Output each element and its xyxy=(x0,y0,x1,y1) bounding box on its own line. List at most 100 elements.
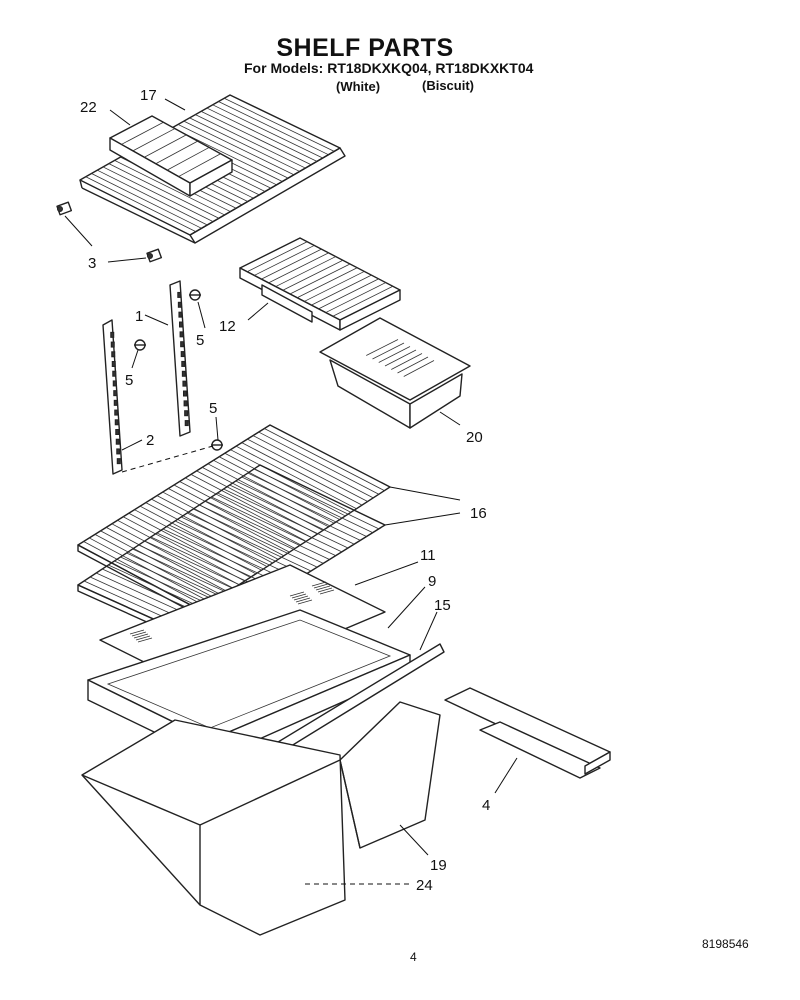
callout-20: 20 xyxy=(466,429,483,446)
shelf-wire xyxy=(177,124,289,179)
shelf-wire xyxy=(205,500,330,560)
ice-tray xyxy=(109,115,233,197)
shelf-rail-left xyxy=(102,319,123,475)
shelf-rail-right xyxy=(169,280,191,437)
cover-rib xyxy=(318,278,379,310)
shelf-wire xyxy=(139,505,262,571)
cover-rib xyxy=(261,248,322,280)
shelf-wire xyxy=(247,438,368,502)
shelf-wire xyxy=(162,491,285,557)
rail-slot xyxy=(112,380,117,387)
tray-divider xyxy=(144,134,187,158)
shelf-wire xyxy=(168,488,290,553)
shelf-wire xyxy=(102,166,214,222)
shelf-wire xyxy=(212,104,323,159)
callout-3: 3 xyxy=(88,255,96,272)
shelf-wire xyxy=(229,484,355,545)
shelf-wire xyxy=(187,512,312,572)
screw-middle xyxy=(134,339,146,351)
callout-5-top: 5 xyxy=(196,332,204,349)
pan-rib xyxy=(366,339,399,356)
glass-texture xyxy=(291,593,307,599)
pan-rib xyxy=(372,342,405,360)
callout-5-lower: 5 xyxy=(209,400,217,417)
shelf-wire xyxy=(145,502,268,567)
variant-biscuit-label: (Biscuit) xyxy=(422,78,474,93)
glass-texture xyxy=(293,595,309,601)
shelf-wire xyxy=(179,481,301,546)
pan-rib xyxy=(378,346,411,363)
shelf-wire xyxy=(253,468,380,530)
shelf-wire xyxy=(224,97,335,152)
cover-rib xyxy=(282,259,344,291)
shelf-wire xyxy=(108,163,220,219)
glass-texture xyxy=(313,583,329,589)
cover-rib xyxy=(275,256,336,287)
shelf-wire xyxy=(183,120,295,176)
shelf-support-right xyxy=(146,248,163,263)
shelf-wire xyxy=(91,173,202,229)
shelf-wire xyxy=(83,541,206,607)
callout-5-middle: 5 xyxy=(125,372,133,389)
rail-slot xyxy=(114,409,119,416)
glass-texture xyxy=(311,581,327,587)
rail-slot xyxy=(115,429,120,435)
cover-rib xyxy=(268,252,329,284)
shelf-wire xyxy=(97,169,208,226)
rail-slot xyxy=(178,311,183,318)
glass-texture xyxy=(295,597,311,603)
cover-rib xyxy=(332,285,394,317)
document-number: 8198546 xyxy=(702,937,749,951)
callout-1: 1 xyxy=(135,308,143,325)
shelf-wire xyxy=(185,477,307,542)
glass-texture xyxy=(135,635,151,641)
shelf-support-left xyxy=(56,201,73,216)
pan-rib xyxy=(403,360,435,377)
rail-slot xyxy=(112,370,117,377)
crisper-cover xyxy=(239,237,401,331)
rail-slot xyxy=(179,321,183,328)
shelf-wire xyxy=(117,519,240,586)
callout-9: 9 xyxy=(428,573,436,590)
shelf-wire xyxy=(247,472,373,534)
shelf-wire xyxy=(111,523,234,589)
rail-slot xyxy=(179,331,184,338)
cover-rib xyxy=(254,245,315,276)
shelf-wire xyxy=(235,445,357,510)
model-numbers: For Models: RT18DKXKQ04, RT18DKXKT04 xyxy=(244,60,534,76)
cover-rib xyxy=(311,274,372,306)
glass-texture xyxy=(133,633,149,639)
rail-slot xyxy=(184,420,189,427)
glass-texture xyxy=(137,637,153,643)
rail-slot xyxy=(113,390,118,397)
callout-11: 11 xyxy=(420,547,436,564)
shelf-wire xyxy=(258,431,380,495)
pan-rib xyxy=(397,356,429,374)
shelf-wire xyxy=(193,508,318,568)
shelf-wire xyxy=(106,526,229,593)
callout-17: 17 xyxy=(140,87,157,104)
pan-rib xyxy=(384,349,417,367)
pan-rib xyxy=(391,353,423,370)
shelf-wire xyxy=(224,452,346,517)
shelf-wire xyxy=(218,101,329,156)
crisper-drawer-left xyxy=(81,719,346,936)
cover-rib xyxy=(325,282,386,313)
glass-texture xyxy=(297,599,313,605)
rail-slot xyxy=(110,341,115,348)
callout-24: 24 xyxy=(416,877,433,894)
shelf-wire xyxy=(241,442,363,506)
shelf-wire xyxy=(264,428,385,491)
callout-16: 16 xyxy=(470,505,487,522)
rail-slot xyxy=(111,351,116,358)
tray-divider xyxy=(166,147,210,171)
glass-texture xyxy=(129,629,145,635)
page-number: 4 xyxy=(410,950,417,964)
rail-slot xyxy=(182,380,187,387)
shelf-wire xyxy=(200,110,312,166)
shelf-wire xyxy=(211,496,336,557)
shelf-wire xyxy=(180,516,306,576)
crisper-drawer-right xyxy=(339,701,441,849)
rail-slot xyxy=(183,400,188,407)
page-title: SHELF PARTS xyxy=(276,34,454,62)
